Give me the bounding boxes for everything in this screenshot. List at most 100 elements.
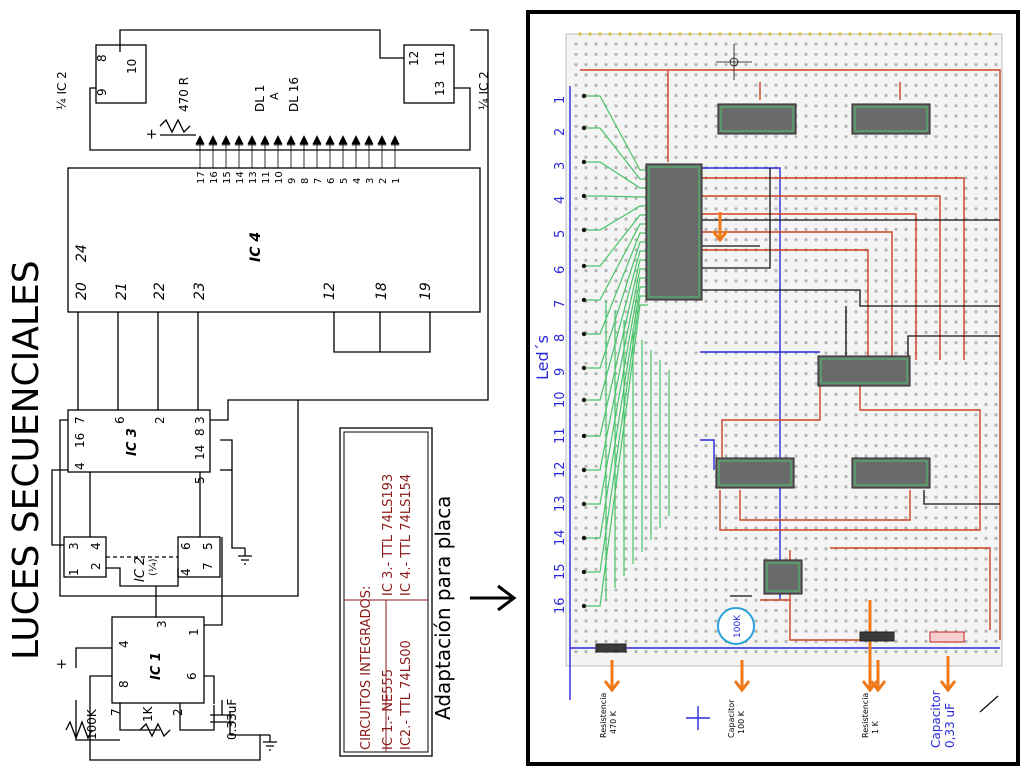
hole: [964, 495, 968, 499]
hole: [774, 629, 778, 633]
hole: [754, 516, 758, 520]
hole: [994, 196, 998, 201]
hole: [954, 536, 958, 541]
hole: [784, 423, 788, 427]
hole: [784, 361, 788, 365]
hole: [844, 650, 848, 654]
hole: [754, 454, 758, 458]
led-hole: [581, 569, 587, 575]
hole: [804, 619, 808, 623]
board-ic-top-right: [851, 103, 931, 135]
hole: [874, 73, 878, 77]
hole: [994, 351, 998, 355]
hole: [714, 505, 718, 510]
hole: [884, 310, 888, 314]
hole: [864, 444, 868, 448]
hole: [584, 83, 588, 87]
hole: [724, 63, 728, 67]
hole: [874, 52, 878, 56]
hole: [924, 310, 928, 314]
hole: [644, 361, 648, 365]
hole: [904, 248, 908, 252]
hole: [844, 299, 848, 304]
hole: [754, 330, 758, 334]
hole: [704, 42, 708, 46]
hole: [794, 279, 798, 283]
hole: [924, 207, 928, 211]
hole: [964, 176, 968, 180]
hole: [974, 608, 978, 613]
rail-hole: [618, 32, 622, 36]
hole: [594, 413, 598, 417]
hole: [684, 351, 688, 355]
hole: [584, 73, 588, 77]
hole: [634, 639, 638, 644]
hole: [824, 526, 828, 530]
hole: [974, 578, 978, 582]
hole: [934, 310, 938, 314]
hole: [934, 73, 938, 77]
hole: [814, 42, 818, 46]
hole: [644, 402, 648, 407]
hole: [764, 650, 768, 654]
hole: [774, 42, 778, 46]
hole: [784, 392, 788, 396]
hole: [714, 639, 718, 644]
hole: [944, 433, 948, 437]
led-number: 10: [553, 391, 568, 408]
hole: [804, 495, 808, 499]
hole: [754, 444, 758, 448]
hole: [744, 227, 748, 231]
hole: [804, 413, 808, 417]
hole: [594, 423, 598, 427]
hole: [804, 567, 808, 571]
hole: [974, 650, 978, 654]
hole: [744, 196, 748, 201]
hole: [624, 495, 628, 499]
rail-hole: [778, 32, 782, 36]
hole: [854, 608, 858, 613]
hole: [894, 93, 898, 98]
hole: [674, 63, 678, 67]
hole: [694, 433, 698, 437]
hole: [944, 114, 948, 118]
hole: [934, 186, 938, 190]
hole: [964, 248, 968, 252]
hole: [584, 63, 588, 67]
hole: [584, 135, 588, 139]
hole: [664, 104, 668, 108]
hole: [854, 433, 858, 437]
led-diode: [247, 135, 257, 168]
hole: [984, 176, 988, 180]
hole: [964, 155, 968, 159]
hole: [594, 83, 598, 87]
hole: [824, 495, 828, 499]
hole: [864, 423, 868, 427]
hole: [654, 299, 658, 304]
hole: [984, 207, 988, 211]
hole: [994, 557, 998, 561]
hole: [594, 557, 598, 561]
hole: [834, 588, 838, 592]
hole: [644, 330, 648, 334]
hole: [904, 279, 908, 283]
hole: [574, 196, 578, 201]
hole: [854, 207, 858, 211]
hole: [744, 330, 748, 334]
hole: [574, 207, 578, 211]
hole: [594, 145, 598, 149]
hole: [924, 382, 928, 386]
hole: [604, 52, 608, 56]
hole: [674, 320, 678, 324]
hole: [884, 402, 888, 407]
led-hole: [581, 159, 587, 165]
hole: [984, 588, 988, 592]
hole: [894, 392, 898, 396]
hole: [784, 63, 788, 67]
component-label: Capacitor: [929, 690, 943, 748]
hole: [584, 207, 588, 211]
hole: [904, 608, 908, 613]
hole: [794, 73, 798, 77]
hole: [684, 299, 688, 304]
hole: [824, 547, 828, 551]
